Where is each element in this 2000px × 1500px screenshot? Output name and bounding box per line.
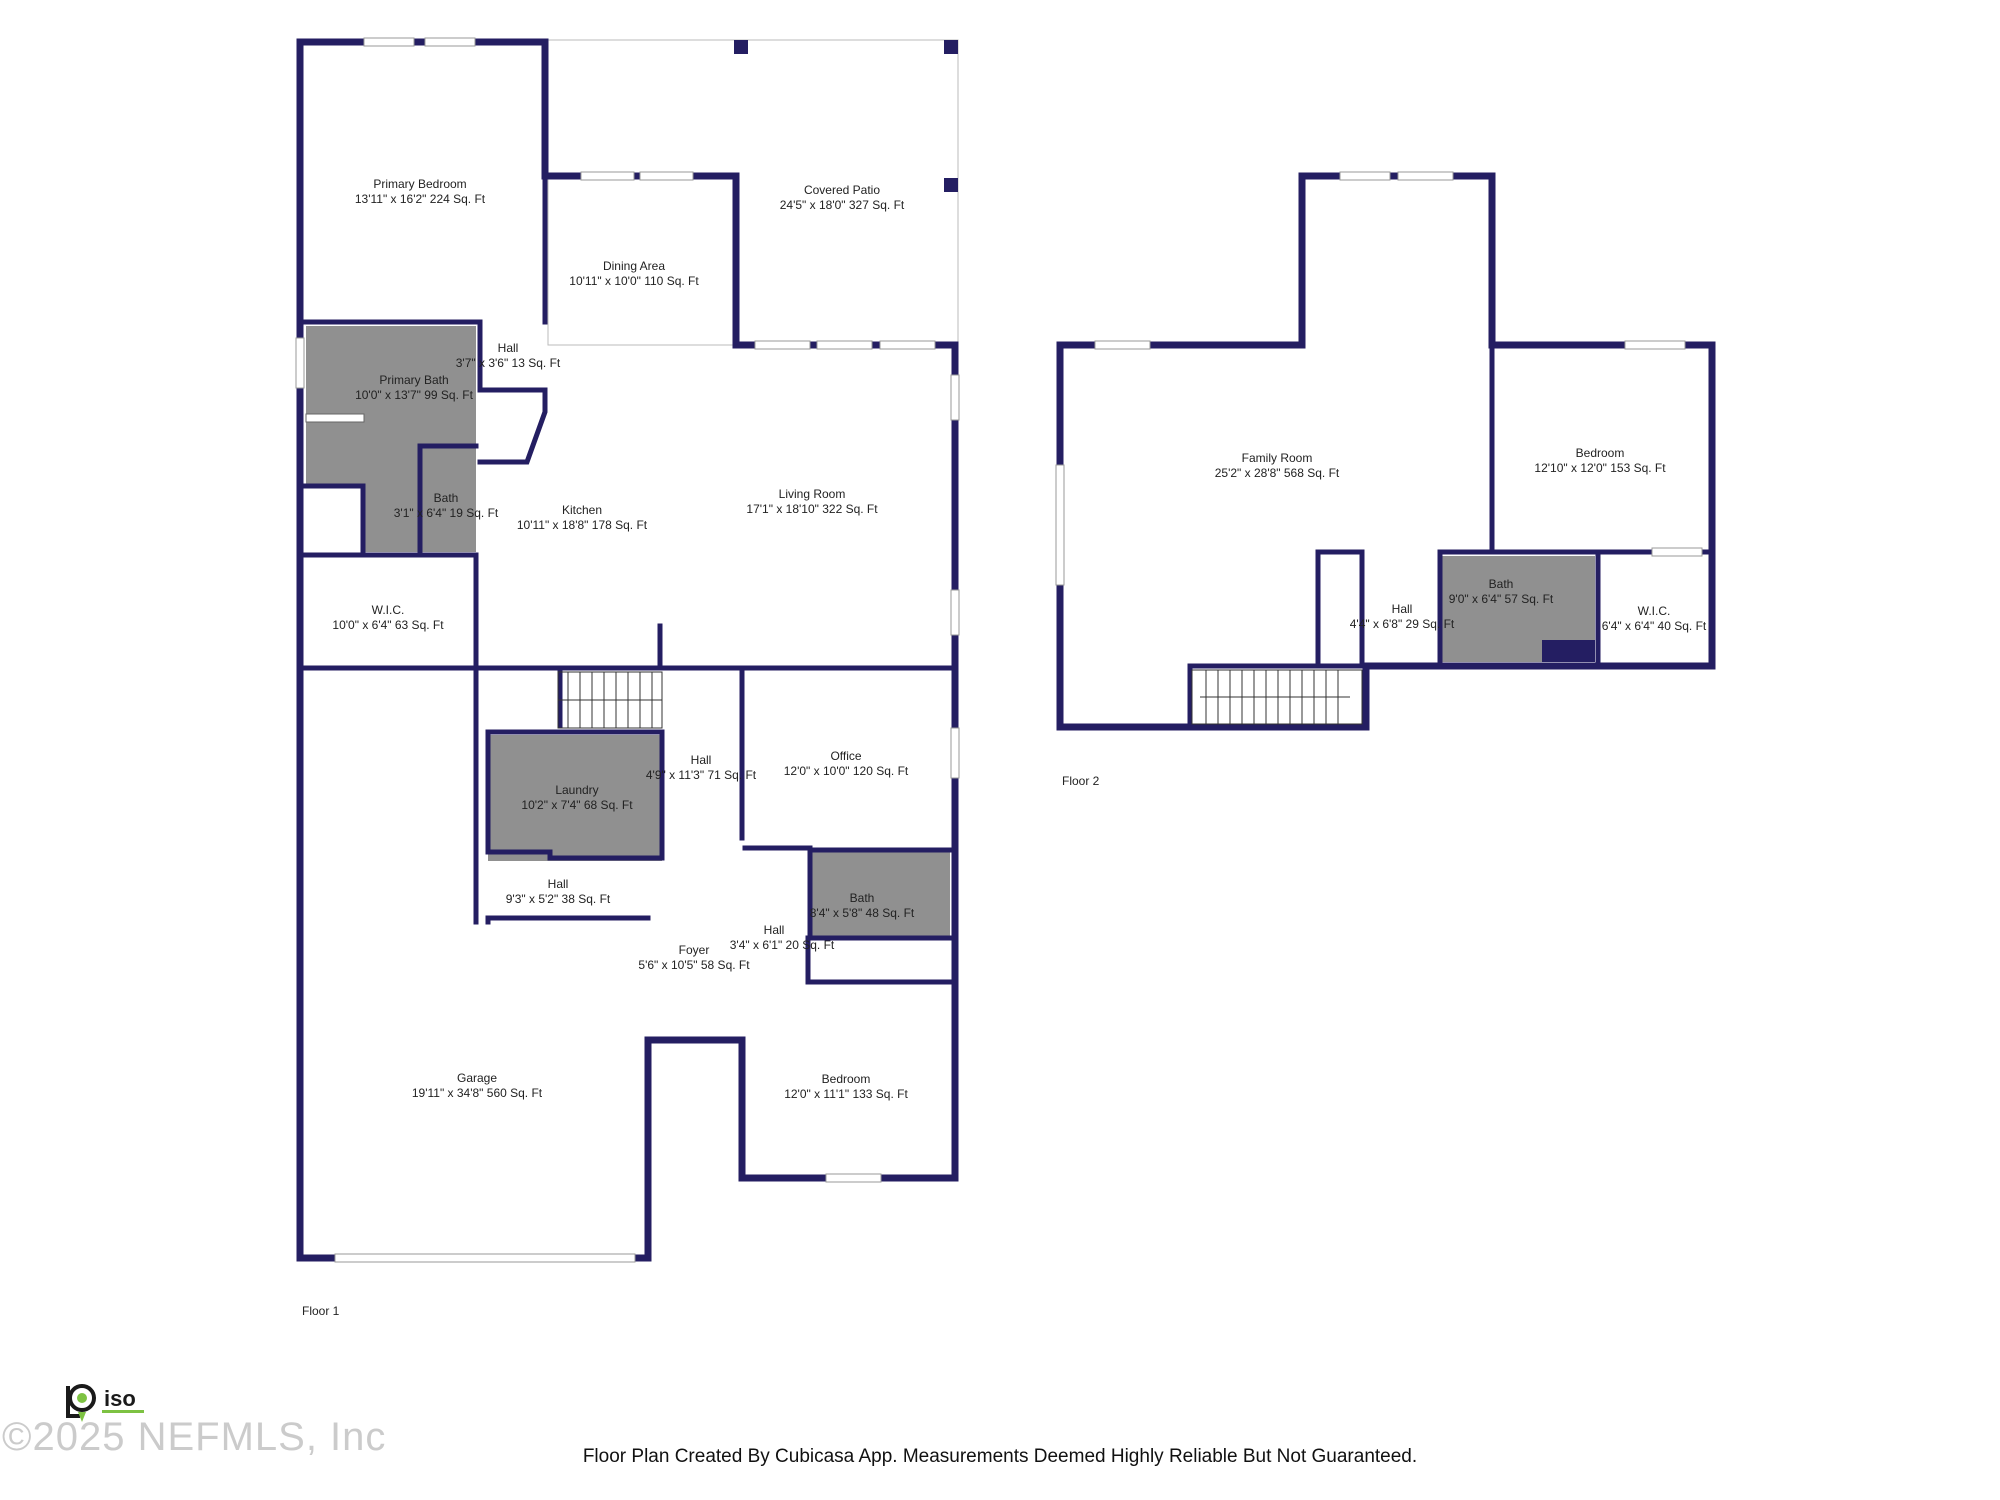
stairs-floor-1 bbox=[557, 671, 663, 729]
iso-logo-icon: iso bbox=[58, 1378, 158, 1428]
floor2-exterior-walls bbox=[1056, 172, 1716, 731]
room-dims-living-room: 17'1" x 18'10" 322 Sq. Ft bbox=[746, 502, 878, 516]
window bbox=[1624, 340, 1686, 350]
room-dims-bedroom: 12'10" x 12'0" 153 Sq. Ft bbox=[1534, 461, 1666, 475]
bath-small-fill bbox=[420, 446, 476, 552]
room-label-laundry: Laundry bbox=[555, 783, 598, 797]
window bbox=[1651, 547, 1703, 557]
window bbox=[334, 1253, 636, 1263]
window bbox=[1055, 464, 1065, 586]
window bbox=[1339, 171, 1391, 181]
window bbox=[363, 37, 415, 47]
room-dims-hall: 4'9" x 11'3" 71 Sq. Ft bbox=[646, 768, 757, 782]
window bbox=[816, 340, 873, 350]
room-dims-dining-area: 10'11" x 10'0" 110 Sq. Ft bbox=[569, 274, 699, 288]
tub-fixture bbox=[305, 413, 365, 423]
room-label-bedroom: Bedroom bbox=[1576, 446, 1625, 460]
window bbox=[1094, 340, 1151, 350]
room-dims-foyer: 5'6" x 10'5" 58 Sq. Ft bbox=[638, 958, 750, 972]
room-dims-kitchen: 10'11" x 18'8" 178 Sq. Ft bbox=[517, 518, 648, 532]
room-dims-hall: 3'4" x 6'1" 20 Sq. Ft bbox=[730, 938, 835, 952]
floor-1-plan bbox=[295, 37, 960, 1263]
room-label-dining-area: Dining Area bbox=[603, 259, 665, 273]
laundry-fill bbox=[488, 735, 662, 861]
window bbox=[825, 1173, 882, 1183]
copyright-watermark: ©2025 NEFMLS, Inc bbox=[2, 1415, 387, 1459]
window bbox=[950, 727, 960, 779]
room-label-wic: W.I.C. bbox=[372, 603, 405, 617]
room-label-family-room: Family Room bbox=[1242, 451, 1313, 465]
stairs-floor-2 bbox=[1191, 669, 1363, 725]
logo-text: iso bbox=[104, 1386, 136, 1411]
primary-bath-fill-lower bbox=[363, 486, 420, 552]
window bbox=[754, 340, 811, 350]
room-dims-hall: 9'3" x 5'2" 38 Sq. Ft bbox=[506, 892, 611, 906]
room-label-bedroom: Bedroom bbox=[822, 1072, 871, 1086]
window bbox=[295, 337, 305, 389]
bath-front-fill bbox=[810, 848, 950, 938]
room-dims-hall: 4'4" x 6'8" 29 Sq. Ft bbox=[1350, 617, 1455, 631]
patio-post bbox=[944, 178, 958, 192]
room-label-hall: Hall bbox=[498, 341, 519, 355]
covered-patio-outline bbox=[547, 39, 959, 346]
patio-post bbox=[734, 40, 748, 54]
room-label-bath: Bath bbox=[1489, 577, 1514, 591]
room-dims-laundry: 10'2" x 7'4" 68 Sq. Ft bbox=[521, 798, 633, 812]
room-label-hall: Hall bbox=[691, 753, 712, 767]
room-label-garage: Garage bbox=[457, 1071, 497, 1085]
floor-2-label: Floor 2 bbox=[1062, 774, 1100, 788]
room-label-hall: Hall bbox=[1392, 602, 1413, 616]
room-dims-office: 12'0" x 10'0" 120 Sq. Ft bbox=[784, 764, 909, 778]
floor2-interior-walls bbox=[1187, 342, 1715, 730]
room-label-foyer: Foyer bbox=[679, 943, 710, 957]
room-dims-wic: 6'4" x 6'4" 40 Sq. Ft bbox=[1602, 619, 1707, 633]
window bbox=[424, 37, 476, 47]
room-label-primary-bath: Primary Bath bbox=[379, 373, 448, 387]
room-dims-bath: 3'1" x 6'4" 19 Sq. Ft bbox=[394, 506, 499, 520]
room-dims-family-room: 25'2" x 28'8" 568 Sq. Ft bbox=[1215, 466, 1340, 480]
patio-post bbox=[944, 40, 958, 54]
window bbox=[1397, 171, 1454, 181]
room-label-hall: Hall bbox=[764, 923, 785, 937]
window bbox=[950, 374, 960, 421]
room-dims-bath: 9'0" x 6'4" 57 Sq. Ft bbox=[1449, 592, 1554, 606]
room-dims-wic: 10'0" x 6'4" 63 Sq. Ft bbox=[332, 618, 444, 632]
floor-1-labels: Primary Bedroom 13'11" x 16'2" 224 Sq. F… bbox=[302, 177, 915, 1318]
floor1-interior-walls bbox=[297, 173, 958, 1181]
room-label-primary-bedroom: Primary Bedroom bbox=[373, 177, 466, 191]
room-label-office: Office bbox=[830, 749, 861, 763]
room-label-living-room: Living Room bbox=[779, 487, 846, 501]
floor-2-labels: Family Room 25'2" x 28'8" 568 Sq. Ft Bed… bbox=[1062, 446, 1707, 788]
room-label-bath: Bath bbox=[850, 891, 875, 905]
room-dims-bedroom: 12'0" x 11'1" 133 Sq. Ft bbox=[784, 1087, 908, 1101]
bath-upper-fixture bbox=[1542, 640, 1595, 662]
room-label-hall: Hall bbox=[548, 877, 569, 891]
floor-2-plan bbox=[1055, 171, 1716, 731]
room-label-kitchen: Kitchen bbox=[562, 503, 602, 517]
room-dims-garage: 19'11" x 34'8" 560 Sq. Ft bbox=[412, 1086, 543, 1100]
room-dims-primary-bath: 10'0" x 13'7" 99 Sq. Ft bbox=[355, 388, 474, 402]
window bbox=[639, 171, 694, 181]
room-label-wic: W.I.C. bbox=[1638, 604, 1671, 618]
room-label-covered-patio: Covered Patio bbox=[804, 183, 880, 197]
window bbox=[950, 589, 960, 636]
room-dims-bath: 8'4" x 5'8" 48 Sq. Ft bbox=[810, 906, 915, 920]
room-dims-primary-bedroom: 13'11" x 16'2" 224 Sq. Ft bbox=[355, 192, 486, 206]
room-dims-hall: 3'7" x 3'6" 13 Sq. Ft bbox=[456, 356, 561, 370]
room-dims-covered-patio: 24'5" x 18'0" 327 Sq. Ft bbox=[780, 198, 905, 212]
floor-1-label: Floor 1 bbox=[302, 1304, 340, 1318]
room-label-bath: Bath bbox=[434, 491, 459, 505]
window bbox=[879, 340, 936, 350]
window bbox=[580, 171, 635, 181]
disclaimer-note: Floor Plan Created By Cubicasa App. Meas… bbox=[582, 1446, 1418, 1467]
